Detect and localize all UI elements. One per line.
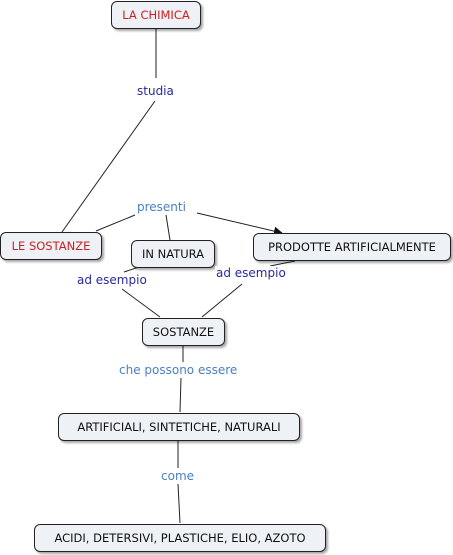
- connector-presenti-innatura: [165, 214, 171, 241]
- concept-le-sostanze[interactable]: LE SOSTANZE: [0, 232, 102, 260]
- connector-adesempio-sostanze-left: [121, 288, 161, 318]
- connector-prodotte-adesempio: [269, 260, 296, 267]
- link-label-che-possono-essere: che possono essere: [118, 363, 239, 377]
- link-label-ad-esempio-right: ad esempio: [215, 266, 287, 280]
- link-label-come: come: [160, 469, 196, 483]
- connector-presenti-prodotte-arrow: [196, 212, 283, 236]
- link-label-ad-esempio-left: ad esempio: [76, 273, 148, 287]
- connector-sostanze-presenti: [95, 214, 136, 232]
- concept-in-natura[interactable]: IN NATURA: [131, 240, 215, 268]
- concept-la-chimica[interactable]: LA CHIMICA: [111, 1, 201, 29]
- connector-studia-sostanze: [61, 100, 156, 233]
- concept-prodotte-artificialmente[interactable]: PRODOTTE ARTIFICIALMENTE: [253, 233, 451, 261]
- connector-adesempio-sostanze-right: [201, 283, 243, 318]
- concept-sostanze[interactable]: SOSTANZE: [142, 318, 225, 346]
- connector-chepossono-artificiali: [179, 377, 182, 413]
- link-label-studia: studia: [136, 84, 175, 98]
- concept-artificiali-sintetiche-naturali[interactable]: ARTIFICIALI, SINTETICHE, NATURALI: [58, 413, 300, 441]
- concept-acidi-detersivi-plastiche[interactable]: ACIDI, DETERSIVI, PLASTICHE, ELIO, AZOTO: [34, 524, 326, 552]
- connector-come-acidi: [177, 483, 181, 524]
- link-label-presenti: presenti: [136, 200, 187, 214]
